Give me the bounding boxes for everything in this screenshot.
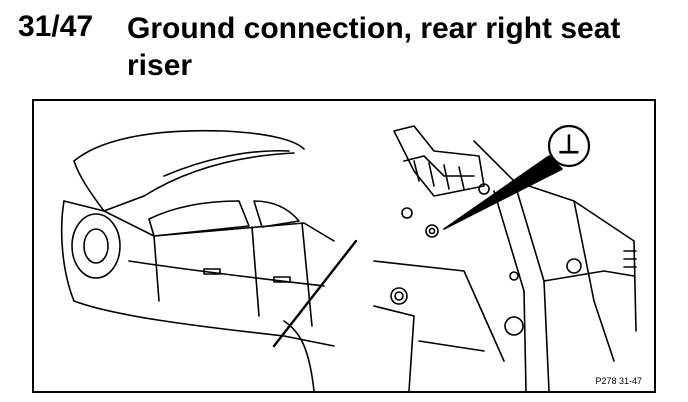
illustration-frame: ⊥ P278 31-47: [32, 99, 656, 393]
car-side-view-icon: [60, 129, 358, 391]
section-number: 31/47: [18, 10, 94, 43]
seat-riser-ground-point-icon: [373, 124, 637, 391]
section-title: Ground connection, rear right seat riser: [127, 12, 621, 82]
ground-symbol: ⊥: [557, 129, 581, 159]
figure-code: P278 31-47: [595, 376, 642, 386]
